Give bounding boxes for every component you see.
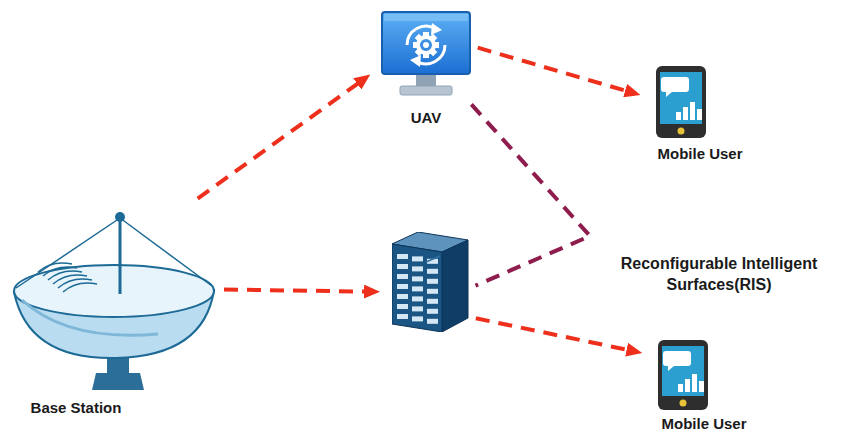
network-node: Mobile User bbox=[652, 66, 710, 138]
node-label: Reconfigurable Intelligent Surfaces(RIS) bbox=[584, 254, 854, 296]
network-node: Reconfigurable Intelligent Surfaces(RIS) bbox=[392, 232, 470, 332]
monitor-icon bbox=[380, 10, 472, 100]
node-label: Mobile User bbox=[661, 414, 746, 434]
signal-link bbox=[198, 79, 364, 198]
dish-icon bbox=[8, 202, 218, 392]
network-node: Mobile User bbox=[654, 340, 712, 410]
signal-link bbox=[471, 104, 590, 285]
network-node: Base Station bbox=[8, 202, 218, 392]
building-icon bbox=[392, 232, 470, 332]
node-label: Mobile User bbox=[657, 144, 742, 164]
network-node: UAV bbox=[380, 10, 472, 100]
node-label: UAV bbox=[411, 108, 442, 128]
node-label: Base Station bbox=[31, 398, 122, 418]
phone-icon bbox=[654, 340, 712, 410]
phone-icon bbox=[652, 66, 710, 138]
signal-link bbox=[224, 289, 372, 291]
signal-link bbox=[478, 48, 633, 93]
signal-link bbox=[476, 318, 635, 351]
